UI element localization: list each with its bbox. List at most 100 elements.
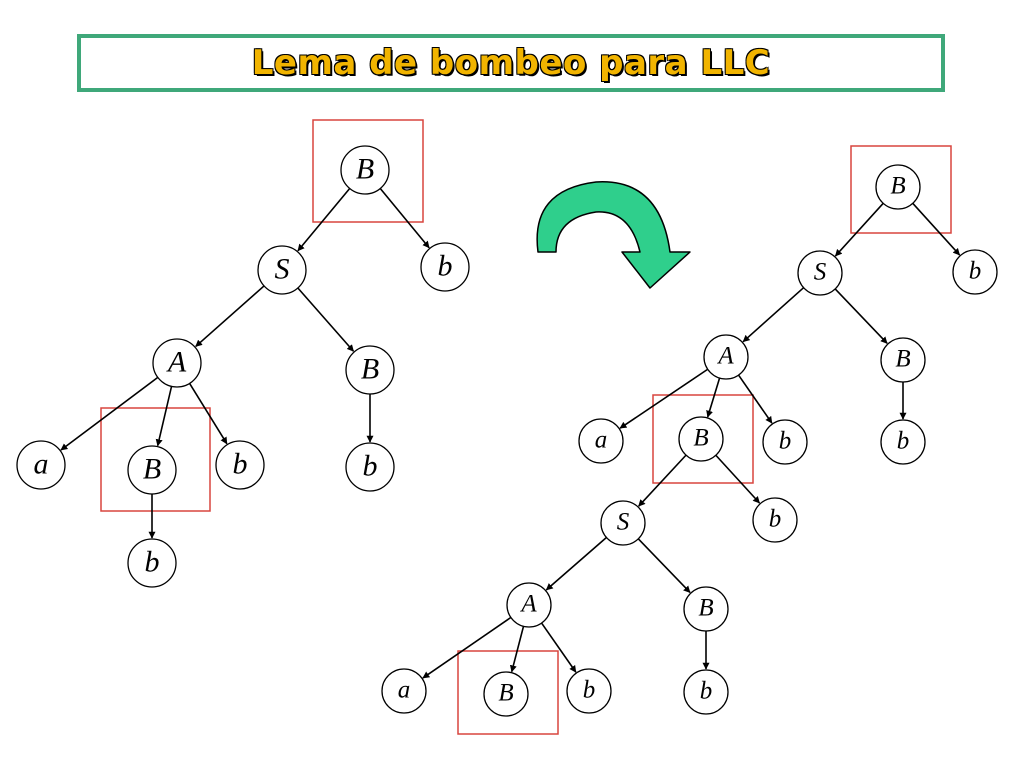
node-label: b — [363, 450, 378, 483]
node-label: b — [769, 506, 782, 533]
node-circle — [345, 345, 395, 395]
node-label: A — [519, 591, 537, 618]
node-label: S — [814, 259, 827, 286]
left-tree-edge — [188, 382, 228, 445]
right-tree-highlights — [457, 145, 952, 735]
right-tree-edge — [540, 622, 577, 673]
node-circle — [127, 538, 177, 588]
left-tree-node: b — [127, 538, 177, 588]
node-label: b — [438, 250, 453, 283]
node-label: S — [617, 509, 630, 536]
right-tree-node: S — [797, 250, 843, 296]
left-tree-node: B — [127, 445, 177, 495]
node-circle — [875, 164, 921, 210]
node-circle — [880, 337, 926, 383]
left-tree-node: b — [215, 440, 265, 490]
node-circle — [762, 419, 808, 465]
node-circle — [683, 586, 729, 632]
left-tree-edge — [60, 376, 159, 451]
node-circle — [752, 497, 798, 543]
right-highlight-box — [652, 394, 754, 484]
node-label: B — [698, 595, 713, 622]
right-tree-node: b — [683, 669, 729, 715]
right-tree-node: B — [683, 586, 729, 632]
left-tree-node: B — [340, 145, 390, 195]
node-label: B — [895, 346, 910, 373]
node-circle — [578, 418, 624, 464]
node-label: a — [595, 427, 608, 454]
right-tree-edges — [422, 202, 961, 679]
node-circle — [600, 500, 646, 546]
right-tree-edge — [912, 202, 961, 256]
curved-arrow-icon — [536, 181, 691, 289]
right-tree-node: S — [600, 500, 646, 546]
right-tree-node: b — [952, 249, 998, 295]
node-circle — [257, 245, 307, 295]
right-tree-node: a — [578, 418, 624, 464]
left-highlight-box — [100, 407, 211, 512]
right-tree-node: B — [880, 337, 926, 383]
right-tree-edge — [638, 454, 687, 507]
node-circle — [880, 419, 926, 465]
left-tree-edge — [379, 188, 430, 249]
left-tree-node: B — [345, 345, 395, 395]
right-tree-node: b — [752, 497, 798, 543]
node-circle — [678, 416, 724, 462]
node-circle — [797, 250, 843, 296]
right-tree-node: b — [566, 668, 612, 714]
node-circle — [345, 442, 395, 492]
right-tree-node: B — [483, 671, 529, 717]
node-label: a — [34, 448, 49, 481]
node-circle — [420, 242, 470, 292]
node-circle — [703, 334, 749, 380]
node-circle — [506, 582, 552, 628]
right-tree-node: a — [381, 668, 427, 714]
node-label: b — [145, 546, 160, 579]
right-tree-node: A — [703, 334, 749, 380]
node-label: B — [361, 353, 379, 386]
left-tree-edges — [60, 187, 430, 539]
node-circle — [16, 440, 66, 490]
right-tree-node: b — [880, 419, 926, 465]
node-circle — [127, 445, 177, 495]
left-tree-node: a — [16, 440, 66, 490]
node-label: b — [969, 258, 982, 285]
node-label: b — [583, 677, 596, 704]
node-circle — [340, 145, 390, 195]
node-label: B — [143, 453, 161, 486]
right-tree-edge — [715, 454, 761, 504]
right-tree-edge — [706, 377, 721, 418]
right-tree-node: B — [678, 416, 724, 462]
node-label: B — [356, 153, 374, 186]
left-tree-edge — [155, 386, 173, 447]
node-circle — [683, 669, 729, 715]
right-tree-edge — [834, 288, 888, 344]
left-tree-highlights — [100, 119, 424, 512]
node-label: A — [716, 343, 734, 370]
node-circle — [215, 440, 265, 490]
left-tree-edge — [297, 187, 351, 252]
node-label: B — [890, 173, 905, 200]
right-highlight-box — [457, 650, 559, 735]
title-box: Lema de bombeo para LLC — [77, 34, 945, 92]
node-label: B — [498, 680, 513, 707]
left-tree-edge — [195, 285, 265, 348]
node-circle — [381, 668, 427, 714]
node-label: A — [166, 346, 187, 379]
node-circle — [152, 338, 202, 388]
node-circle — [483, 671, 529, 717]
left-tree-edge — [297, 287, 355, 352]
right-highlight-box — [850, 145, 952, 234]
page-title: Lema de bombeo para LLC — [251, 43, 771, 83]
node-label: b — [233, 448, 248, 481]
right-tree-node: b — [762, 419, 808, 465]
node-label: b — [779, 428, 792, 455]
node-label: B — [693, 425, 708, 452]
left-tree-node: b — [420, 242, 470, 292]
node-circle — [952, 249, 998, 295]
right-tree-edge — [422, 616, 512, 679]
left-tree-node: b — [345, 442, 395, 492]
right-tree-edge — [545, 536, 607, 591]
